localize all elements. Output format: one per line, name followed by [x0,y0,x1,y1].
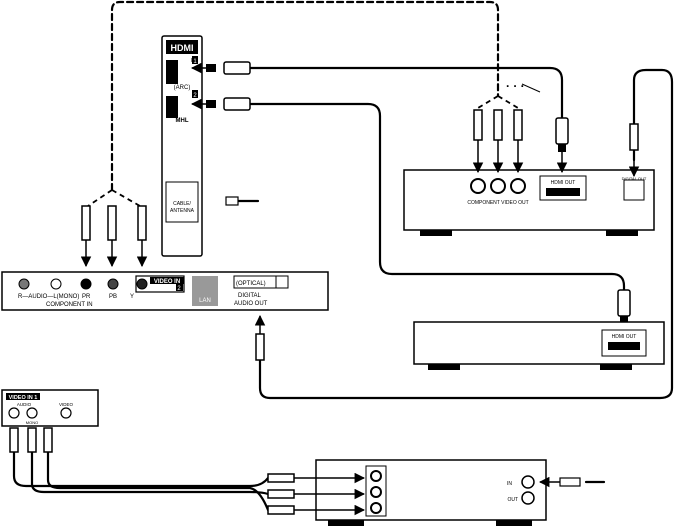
vcr-audio-r-jack[interactable] [370,470,382,482]
cable-hdmi-in1 [248,66,564,120]
video-in1-video-jack[interactable] [60,407,72,419]
y-label: Y [130,294,134,300]
tv-rear-panel: VIDEO IN 2 R—AUDIO—L(MONO) PR PB Y COMPO… [1,271,329,311]
pb-jack[interactable] [107,278,119,290]
antenna-label-1: CABLE/ [173,201,191,207]
video-in1-title: VIDEO IN 1 [9,395,38,401]
hdmi1-arc-label: (ARC) [174,85,191,91]
device-1: COMPONENT VIDEO OUT HDMI OUT DIGITAL OUT [403,169,655,236]
vcr-video-jack[interactable] [370,502,382,514]
hdmi-plug-in2 [190,97,251,111]
hdmi-in1-port[interactable] [166,60,178,84]
vcr: IN OUT [315,459,547,526]
video-in1-mono-label: MONO [26,420,38,425]
device1-component-label: COMPONENT VIDEO OUT [467,200,528,206]
cable-optical [258,68,674,400]
vcr-out-label: OUT [507,497,518,503]
optical-plug-tv [254,314,266,361]
cable-composite-2 [30,450,270,496]
lan-label: LAN [199,298,211,304]
video-in1-panel: VIDEO IN 1 AUDIO VIDEO MONO [1,389,99,427]
video-in1-audio-r-jack[interactable] [8,407,20,419]
vcr-antenna-plug [538,476,581,488]
vcr-in-label: IN [507,481,512,487]
cable-composite-1 [12,450,270,488]
digital-label: DIGITAL [238,293,262,299]
audio-l-jack[interactable] [50,278,62,290]
video-in-label: VIDEO IN [154,279,180,285]
hdmi1-number: 1 [193,59,197,65]
device1-optical-port[interactable] [623,179,645,201]
device1-hdmi-label: HDMI OUT [551,180,576,186]
vcr-rf-in[interactable] [521,475,535,489]
optical-plug-device1 [628,123,640,178]
video-in1-video-label: VIDEO [59,402,74,407]
composite-plugs-vcr [267,472,366,516]
pr-label: PR [82,294,91,300]
audio-out-label: AUDIO OUT [234,301,268,307]
hdmi2-mhl-label: MHL [176,118,189,124]
device1-component-pb[interactable] [490,178,506,194]
component-in-label: COMPONENT IN [46,302,93,308]
device-2: HDMI OUT [413,321,665,370]
hdmi-plug-in1 [190,61,251,75]
hdmi-plug-device1 [555,117,569,174]
hdmi-in2-port[interactable] [166,96,178,118]
device1-hdmi-port[interactable] [546,188,580,196]
device1-component-y[interactable] [470,178,486,194]
component-plugs-device1 [472,109,524,174]
device2-hdmi-port[interactable] [608,342,640,350]
video-in-number: 2 [177,286,181,292]
pr-jack[interactable] [80,278,92,290]
hdmi-logo: HDMI [171,43,194,53]
antenna-label-2: ANTENNA [170,208,195,214]
audio-label: R—AUDIO—L(MONO) [18,294,79,300]
vcr-audio-l-jack[interactable] [370,486,382,498]
video-in1-audio-l-jack[interactable] [26,407,38,419]
device2-hdmi-label: HDMI OUT [612,334,637,340]
cable-hdmi-in2 [248,102,626,298]
audio-r-jack[interactable] [18,278,30,290]
component-plugs-tv [80,205,148,268]
optical-out-port[interactable] [275,275,289,289]
composite-plugs-tv [9,427,53,453]
pb-label: PB [109,294,117,300]
video-in1-audio-label: AUDIO [17,402,32,407]
ellipsis: · · · [506,79,525,93]
lan-port[interactable] [192,276,218,306]
vcr-rf-out[interactable] [521,491,535,505]
antenna-plug [225,196,239,206]
device1-optical-label: DIGITAL OUT [622,176,647,181]
hdmi2-number: 2 [193,93,197,99]
hdmi-plug-device2 [617,289,631,322]
tv-side-panel: HDMI IN 1 (ARC) 2 MHL CABLE/ ANTENNA [161,35,203,257]
cable-composite-3 [46,450,270,512]
optical-label: (OPTICAL) [236,281,266,287]
dashed-component-route [110,0,500,192]
y-jack[interactable] [136,278,148,290]
device1-component-pr[interactable] [510,178,526,194]
